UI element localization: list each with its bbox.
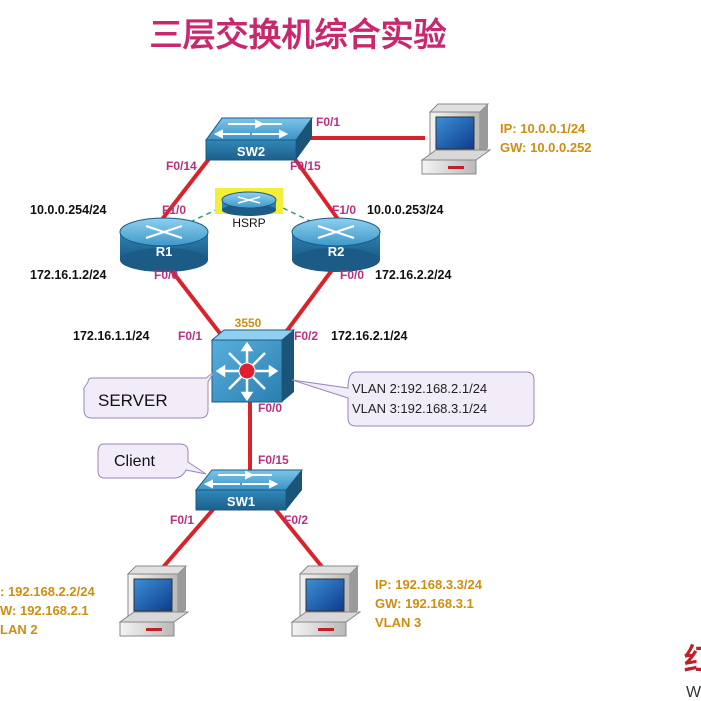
hsrp-label: HSRP [232,216,265,230]
link-r1-l3 [163,260,224,338]
page-title: 三层交换机综合实验 [150,15,447,54]
port-sw1-f01: F0/1 [170,513,194,527]
pc-left-gw: W: 192.168.2.1 [0,603,89,618]
callout-vlan: VLAN 2:192.168.2.1/24 VLAN 3:192.168.3.1… [291,371,535,427]
ip-r2-f10: 10.0.0.253/24 [367,203,444,217]
port-sw2-f015: F0/15 [290,159,321,173]
ip-r1-f00: 172.16.1.2/24 [30,268,107,282]
port-r1-f00: F0/0 [154,268,178,282]
ip-r1-f10: 10.0.0.254/24 [30,203,107,217]
port-l3-f01: F0/1 [178,329,202,343]
links [156,136,425,575]
watermark-text: W [686,684,701,701]
link-sw1-pc-right [270,503,329,575]
pc-left[interactable] [118,565,190,637]
callout-server: SERVER [83,371,215,419]
ip-labels: 10.0.0.254/24 10.0.0.253/24 172.16.1.2/2… [30,203,452,343]
r1-label: R1 [156,244,173,259]
link-sw1-pc-left [156,503,219,575]
link-r2-l3 [281,260,340,338]
watermark-glyph: 红 [684,643,701,678]
callout-server-text: SERVER [98,391,168,410]
ip-r2-f00: 172.16.2.2/24 [375,268,452,282]
port-r2-f00: F0/0 [340,268,364,282]
callout-client: Client [97,443,207,479]
switch-3550[interactable]: 3550 [210,316,296,403]
sw2-label: SW2 [237,144,265,159]
ip-l3-f02: 172.16.2.1/24 [331,329,408,343]
port-sw2-f014: F0/14 [166,159,197,173]
callout-client-text: Client [114,453,155,470]
r2-label: R2 [328,244,345,259]
l3-label: 3550 [235,316,262,330]
port-labels: F0/1 F0/14 F0/15 F1/0 F1/0 F0/0 F0/0 F0/… [154,115,364,527]
port-r2-f10: F1/0 [332,203,356,217]
port-sw1-f02: F0/2 [284,513,308,527]
switch-sw1[interactable]: SW1 [194,469,304,511]
router-r2[interactable]: R2 [291,217,381,272]
pc-left-vlan: LAN 2 [0,622,38,637]
port-l3-f02: F0/2 [294,329,318,343]
ip-l3-f01: 172.16.1.1/24 [73,329,150,343]
router-hsrp[interactable]: HSRP [215,188,283,230]
watermark: 红 W [684,643,701,701]
port-sw1-f015: F0/15 [258,453,289,467]
pc-info: IP: 10.0.0.1/24 GW: 10.0.0.252 : 192.168… [0,121,592,637]
pc-right-ip: IP: 192.168.3.3/24 [375,577,483,592]
link-sw2-r1 [158,153,214,224]
pc-top-ip: IP: 10.0.0.1/24 [500,121,586,136]
link-sw2-r2 [290,153,342,224]
callout-vlan3-text: VLAN 3:192.168.3.1/24 [352,401,487,416]
router-r1[interactable]: R1 [119,217,209,272]
port-l3-f00: F0/0 [258,401,282,415]
callout-vlan2-text: VLAN 2:192.168.2.1/24 [352,381,487,396]
hsrp-link-r2 [282,207,313,223]
pc-top[interactable] [420,103,492,175]
switch-sw2[interactable]: SW2 [205,117,313,161]
port-r1-f10: F1/0 [162,203,186,217]
pc-right-vlan: VLAN 3 [375,615,421,630]
pc-right-gw: GW: 192.168.3.1 [375,596,474,611]
pc-top-gw: GW: 10.0.0.252 [500,140,592,155]
pc-left-ip: : 192.168.2.2/24 [0,584,95,599]
pc-right[interactable] [290,565,362,637]
sw1-label: SW1 [227,494,255,509]
port-sw2-f01: F0/1 [316,115,340,129]
